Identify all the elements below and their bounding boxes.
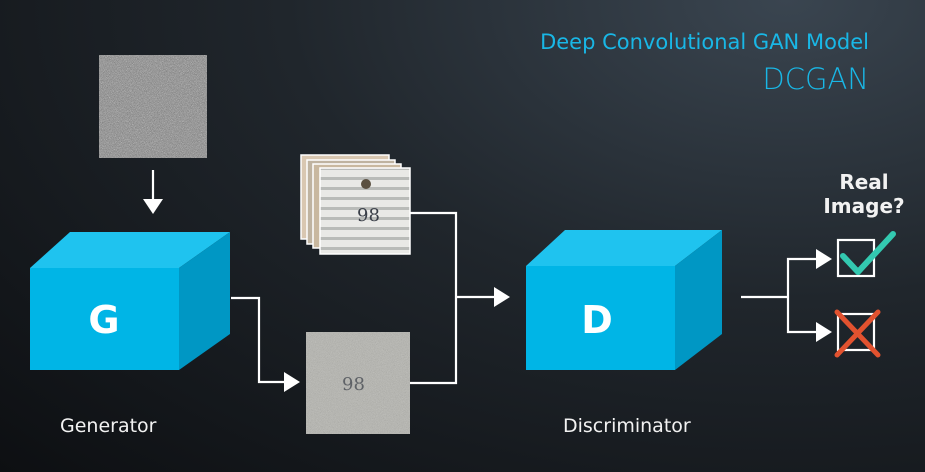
generator-letter: G <box>88 298 119 342</box>
real-image-digits: 98 <box>357 205 380 226</box>
generator-to-fake-arrow <box>231 296 300 392</box>
checkbox-cross-icon <box>834 309 881 358</box>
checkbox-check-icon <box>836 231 896 278</box>
discriminator-letter: D <box>581 298 613 342</box>
discriminator-box: D <box>526 230 722 370</box>
images-to-discriminator-arrow <box>410 211 510 385</box>
generated-image-digits: 98 <box>342 374 365 395</box>
generated-image: 98 <box>306 332 410 434</box>
diagram-title: DCGAN <box>762 62 869 96</box>
diagram-subtitle: Deep Convolutional GAN Model <box>540 30 869 54</box>
discriminator-label: Discriminator <box>563 415 691 437</box>
real-image-stack: 98 <box>300 154 411 255</box>
discriminator-output-arrows <box>741 249 832 342</box>
arrow-down-icon <box>143 170 163 214</box>
noise-input-image <box>99 55 207 158</box>
generator-box: G <box>30 232 230 370</box>
generator-label: Generator <box>60 415 157 437</box>
